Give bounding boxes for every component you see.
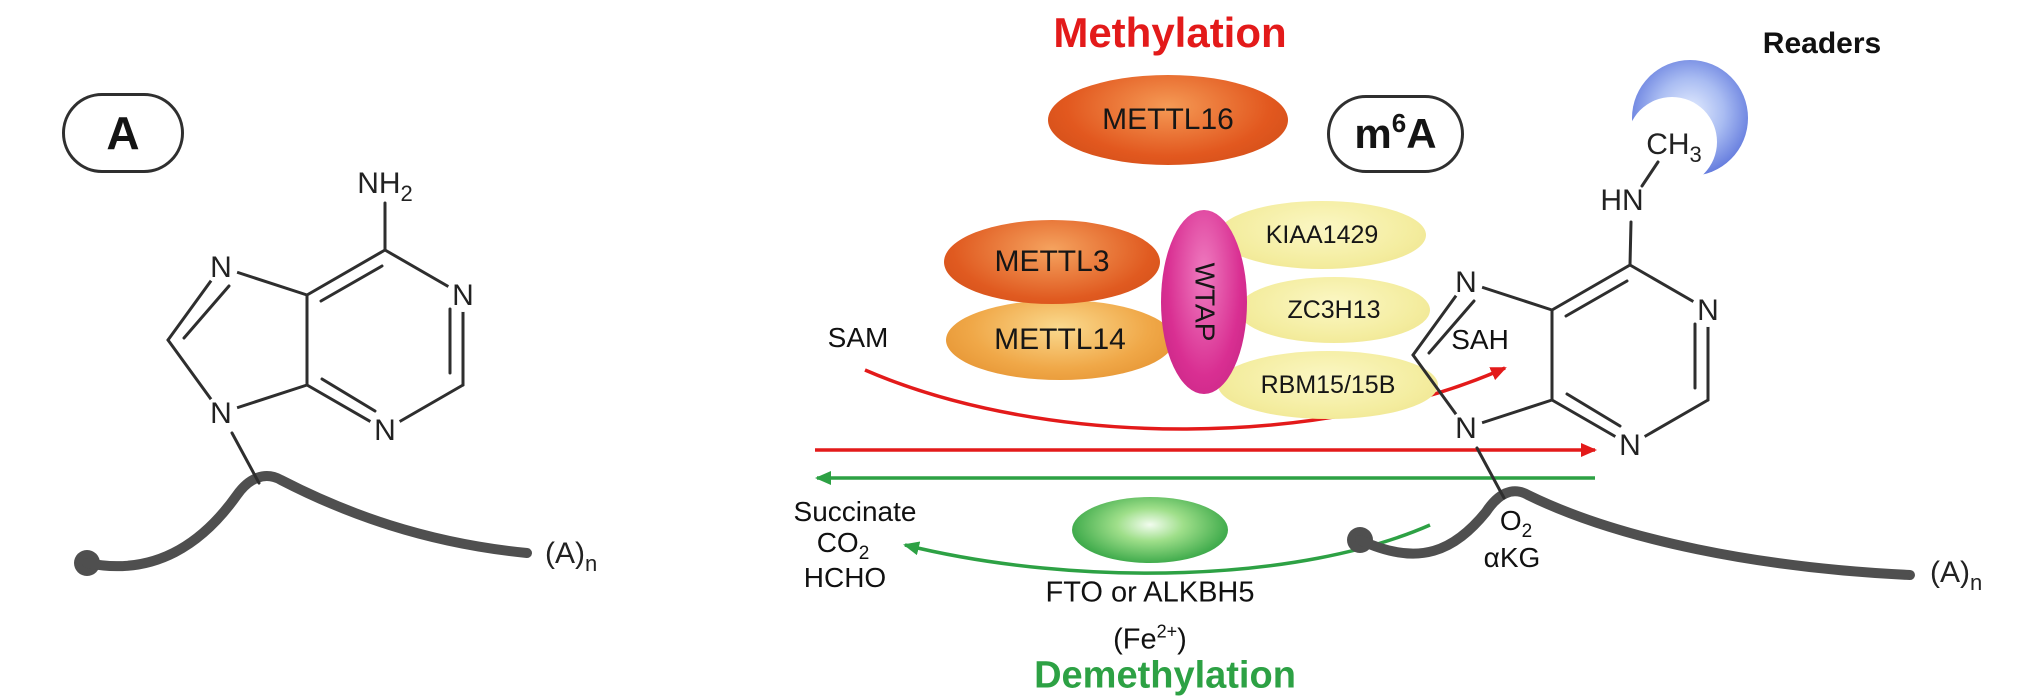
- methyl-bond: [1640, 160, 1660, 188]
- rna-strand: [1347, 486, 1915, 580]
- kiaa1429-ellipse: KIAA1429: [1218, 201, 1426, 269]
- n9-label: N: [210, 397, 232, 430]
- mettl16-ellipse: METTL16: [1048, 75, 1288, 165]
- strand-curve: [1355, 486, 1915, 580]
- double-bond: [1564, 279, 1629, 318]
- mettl16-label: METTL16: [1102, 103, 1234, 136]
- n1-label: N: [1697, 294, 1719, 327]
- amine-group-label: NH2: [357, 167, 413, 206]
- eraser-enzymes-label: FTO or ALKBH5: [1045, 576, 1255, 609]
- hcho-label: HCHO: [803, 562, 887, 593]
- double-bond: [319, 264, 384, 303]
- double-bond: [1427, 299, 1476, 355]
- methyl-group-label: CH3: [1646, 128, 1702, 167]
- n3-label: N: [1619, 429, 1641, 462]
- glycosidic-bond: [1475, 446, 1506, 500]
- adenosine-structure: N N N N NH2 (A)n: [74, 167, 597, 576]
- sah-label: SAH: [1451, 324, 1509, 355]
- adenosine-badge-label: A: [106, 107, 140, 159]
- demethylation-title: Demethylation: [1034, 654, 1296, 697]
- hn-group-label: HN: [1600, 184, 1643, 217]
- mettl14-ellipse: METTL14: [946, 300, 1174, 380]
- rbm15-ellipse: RBM15/15B: [1218, 351, 1438, 419]
- m6a-structure: N N N N HN CH3 (A)n: [1347, 60, 1982, 595]
- double-bond: [182, 284, 231, 340]
- nitrogen-labels: N N N N: [204, 250, 480, 447]
- m6a-badge-m: m: [1354, 110, 1392, 157]
- n1-label: N: [452, 279, 474, 312]
- double-bond: [320, 377, 377, 413]
- purine-ring-bonds: [166, 201, 465, 485]
- mettl3-ellipse: METTL3: [944, 220, 1160, 304]
- m6a-badge-sup: 6: [1391, 107, 1407, 138]
- rna-strand: [74, 471, 532, 576]
- mettl14-label: METTL14: [994, 323, 1126, 356]
- eraser-cofactor-label: (Fe2+): [1113, 621, 1187, 656]
- reader-protein-crescent: [1627, 60, 1748, 187]
- n3-label: N: [374, 414, 396, 447]
- polya-label: (A)n: [1930, 556, 1982, 595]
- strand-curve: [82, 471, 532, 572]
- n7-label: N: [210, 251, 232, 284]
- akg-label: αKG: [1483, 542, 1541, 573]
- co2-label: CO2: [816, 527, 870, 564]
- zc3h13-label: ZC3H13: [1287, 295, 1381, 324]
- nitrogen-labels: N N N N: [1449, 265, 1725, 462]
- glycosidic-bond: [230, 431, 261, 485]
- zc3h13-ellipse: ZC3H13: [1238, 277, 1430, 343]
- sam-label: SAM: [827, 322, 889, 353]
- adenosine-badge: A: [62, 93, 184, 173]
- kiaa1429-label: KIAA1429: [1265, 220, 1379, 249]
- m6a-badge-a: A: [1406, 110, 1437, 157]
- readers-label: Readers: [1762, 27, 1882, 60]
- n9-label: N: [1455, 412, 1477, 445]
- double-bond: [1565, 392, 1622, 428]
- wtap-label: WTAP: [1189, 262, 1220, 342]
- n7-label: N: [1455, 266, 1477, 299]
- succinate-label: Succinate: [793, 496, 917, 527]
- purine-ring-bonds: [1411, 160, 1710, 500]
- mettl3-label: METTL3: [994, 245, 1110, 278]
- rbm15-label: RBM15/15B: [1260, 370, 1396, 399]
- eraser-enzyme-ellipse: [1072, 497, 1228, 563]
- amine-bond: [1628, 220, 1633, 267]
- wtap-ellipse: WTAP: [1161, 210, 1247, 394]
- o2-label: O2: [1499, 505, 1533, 542]
- polya-label: (A)n: [545, 537, 597, 576]
- methylation-title: Methylation: [1053, 9, 1287, 56]
